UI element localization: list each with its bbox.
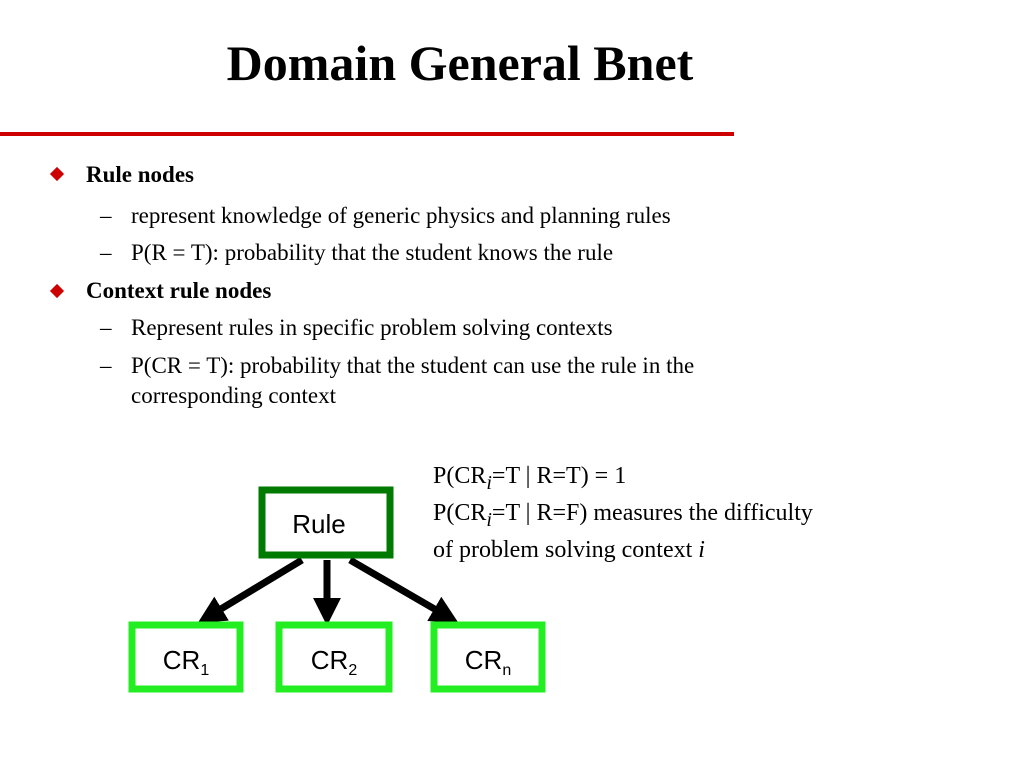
note-line-3: of problem solving context i (433, 537, 705, 563)
edge-rule-to-cr1 (197, 557, 304, 624)
crn-node: CRn (430, 621, 546, 693)
sub-bullet-text: Represent rules in specific problem solv… (131, 315, 613, 340)
sub-bullet-text: represent knowledge of generic physics a… (131, 203, 671, 228)
rule-node: Rule (258, 486, 394, 559)
note-line-2: P(CRi=T | R=F) measures the difficulty (433, 500, 813, 531)
sub-bullet-text: P(CR = T): probability that the student … (131, 353, 695, 378)
title-underline (0, 132, 734, 136)
dash-icon: – (100, 353, 112, 378)
note-line-1: P(CRi=T | R=T) = 1 (433, 463, 627, 494)
dash-icon: – (100, 240, 112, 265)
rule-node-label: Rule (292, 509, 345, 539)
cr2-node: CR2 (275, 621, 393, 693)
cr1-node-label: CR1 (163, 645, 210, 679)
sub-bullet-text: P(R = T): probability that the student k… (131, 240, 614, 265)
cr2-node-label: CR2 (311, 645, 358, 679)
dash-icon: – (100, 203, 112, 228)
edge-rule-to-crn (348, 556, 459, 623)
dash-icon: – (100, 315, 112, 340)
probability-notes: P(CRi=T | R=T) = 1 P(CRi=T | R=F) measur… (433, 458, 813, 569)
slide-title: Domain General Bnet (226, 35, 694, 91)
bullet-rule-nodes: Rule nodes (86, 162, 194, 187)
crn-node-label: CRn (465, 645, 511, 679)
bullet-context-rule-nodes: Context rule nodes (86, 278, 272, 303)
cr1-node: CR1 (128, 621, 244, 693)
sub-bullet-text-continued: corresponding context (131, 383, 337, 408)
